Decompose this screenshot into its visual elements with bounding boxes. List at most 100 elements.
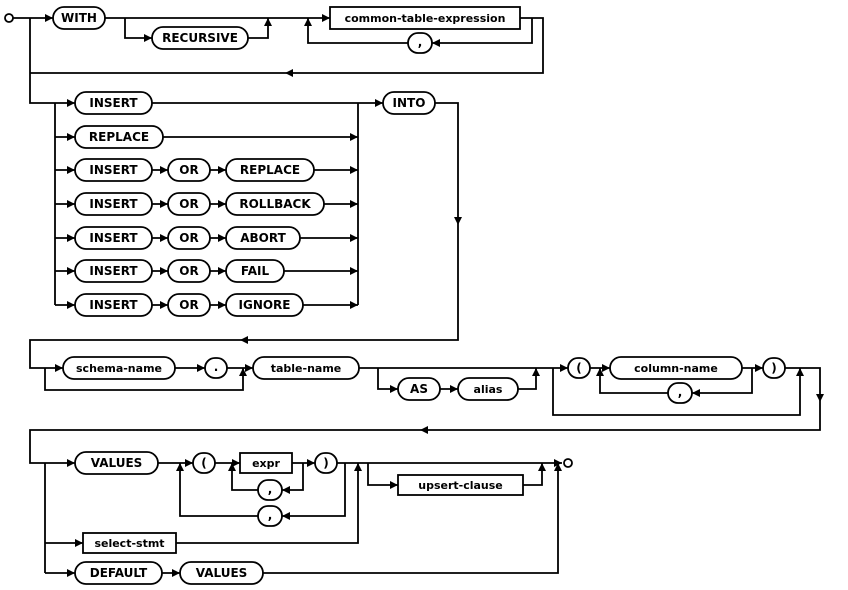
keyword-insert-3: INSERT: [74, 192, 153, 216]
punct-rparen-values-label: ): [323, 456, 328, 470]
keyword-values-1-label: VALUES: [91, 456, 143, 470]
keyword-replace-2-shape: [225, 158, 315, 182]
punct-comma-cte-label: ,: [418, 35, 423, 49]
name-schema-name-shape: [62, 356, 176, 380]
name-table-name: table-name: [252, 356, 360, 380]
keyword-abort: ABORT: [225, 226, 301, 250]
keyword-with: WITH: [52, 6, 106, 30]
keyword-insert-4-label: INSERT: [89, 231, 138, 245]
punct-lparen-values: (: [192, 452, 216, 474]
keyword-ignore-label: IGNORE: [239, 298, 291, 312]
keyword-or-3-label: OR: [179, 231, 198, 245]
keyword-default: DEFAULT: [74, 561, 163, 585]
name-alias-label: alias: [474, 383, 503, 396]
punct-rparen-columns-shape: [762, 357, 786, 379]
punct-comma-group-loop: ,: [257, 505, 283, 527]
keyword-fail: FAIL: [225, 259, 285, 283]
keyword-insert-5-label: INSERT: [89, 264, 138, 278]
nonterminal-upsert-clause-label: upsert-clause: [418, 479, 503, 492]
keyword-replace-1-label: REPLACE: [89, 130, 149, 144]
name-alias-shape: [457, 377, 519, 401]
keyword-into: INTO: [382, 91, 436, 115]
punct-dot-shape: [204, 357, 228, 379]
keyword-values-1: VALUES: [74, 451, 159, 475]
keyword-fail-shape: [225, 259, 285, 283]
nonterminal-expr[interactable]: expr: [239, 452, 293, 474]
punct-rparen-values-shape: [314, 452, 338, 474]
punct-comma-cte-loop: ,: [407, 32, 433, 54]
punct-comma-columns-loop: ,: [667, 382, 693, 404]
keyword-values-2-shape: [179, 561, 264, 585]
keyword-with-label: WITH: [61, 11, 97, 25]
keyword-into-label: INTO: [393, 96, 426, 110]
keyword-replace-1-shape: [74, 125, 164, 149]
keyword-or-1-shape: [167, 158, 211, 182]
keyword-values-1-shape: [74, 451, 159, 475]
punct-dot: .: [204, 357, 228, 379]
keyword-or-2-shape: [167, 192, 211, 216]
punct-comma-group-shape: [257, 505, 283, 527]
nonterminal-cte-label: common-table-expression: [345, 12, 506, 25]
keyword-as: AS: [397, 377, 441, 401]
keyword-as-shape: [397, 377, 441, 401]
keyword-or-3: OR: [167, 226, 211, 250]
keyword-rollback-label: ROLLBACK: [239, 197, 311, 211]
keyword-recursive: RECURSIVE: [151, 26, 249, 50]
keyword-replace-1: REPLACE: [74, 125, 164, 149]
punct-comma-group-label: ,: [268, 508, 273, 522]
keyword-or-4-label: OR: [179, 264, 198, 278]
name-schema-name: schema-name: [62, 356, 176, 380]
punct-rparen-columns: ): [762, 357, 786, 379]
punct-comma-expr-shape: [257, 479, 283, 501]
keyword-replace-2: REPLACE: [225, 158, 315, 182]
keyword-insert-6: INSERT: [74, 293, 153, 317]
keyword-insert-4-shape: [74, 226, 153, 250]
nonterminal-expr-label: expr: [252, 457, 280, 470]
keyword-or-3-shape: [167, 226, 211, 250]
keyword-or-1-label: OR: [179, 163, 198, 177]
nonterminal-common-table-expression[interactable]: common-table-expression: [329, 6, 521, 30]
keyword-insert-2-label: INSERT: [89, 163, 138, 177]
punct-lparen-columns: (: [567, 357, 591, 379]
keyword-into-shape: [382, 91, 436, 115]
keyword-insert-2-shape: [74, 158, 153, 182]
nonterminal-select-stmt[interactable]: select-stmt: [82, 532, 177, 554]
keyword-fail-label: FAIL: [241, 264, 270, 278]
keyword-recursive-label: RECURSIVE: [162, 31, 238, 45]
keyword-rollback: ROLLBACK: [225, 192, 325, 216]
keyword-values-2: VALUES: [179, 561, 264, 585]
nonterminal-upsert-clause[interactable]: upsert-clause: [397, 474, 524, 496]
keyword-ignore: IGNORE: [225, 293, 304, 317]
keyword-insert-1-label: INSERT: [89, 96, 138, 110]
keyword-values-2-label: VALUES: [196, 566, 248, 580]
nonterminal-select-stmt-label: select-stmt: [94, 537, 164, 550]
nonterminal-cte-shape[interactable]: [329, 6, 521, 30]
keyword-rollback-shape: [225, 192, 325, 216]
punct-lparen-values-shape: [192, 452, 216, 474]
keyword-or-2: OR: [167, 192, 211, 216]
name-column-name-shape: [609, 356, 743, 380]
nonterminal-upsert-clause-shape[interactable]: [397, 474, 524, 496]
keyword-default-shape: [74, 561, 163, 585]
nonterminal-expr-shape[interactable]: [239, 452, 293, 474]
punct-lparen-columns-label: (: [576, 361, 581, 375]
nonterminal-select-stmt-shape[interactable]: [82, 532, 177, 554]
name-column-name-label: column-name: [634, 362, 718, 375]
keyword-abort-shape: [225, 226, 301, 250]
keyword-abort-label: ABORT: [240, 231, 286, 245]
keyword-ignore-shape: [225, 293, 304, 317]
keyword-as-label: AS: [410, 382, 428, 396]
punct-comma-expr-loop: ,: [257, 479, 283, 501]
keyword-insert-1: INSERT: [74, 91, 153, 115]
keyword-insert-3-shape: [74, 192, 153, 216]
start-terminal: [4, 13, 14, 23]
end-terminal: [563, 458, 573, 468]
punct-rparen-columns-label: ): [771, 361, 776, 375]
keyword-or-5: OR: [167, 293, 211, 317]
name-schema-name-label: schema-name: [76, 362, 162, 375]
keyword-insert-5-shape: [74, 259, 153, 283]
punct-lparen-values-label: (: [201, 456, 206, 470]
punct-comma-cte-shape: [407, 32, 433, 54]
